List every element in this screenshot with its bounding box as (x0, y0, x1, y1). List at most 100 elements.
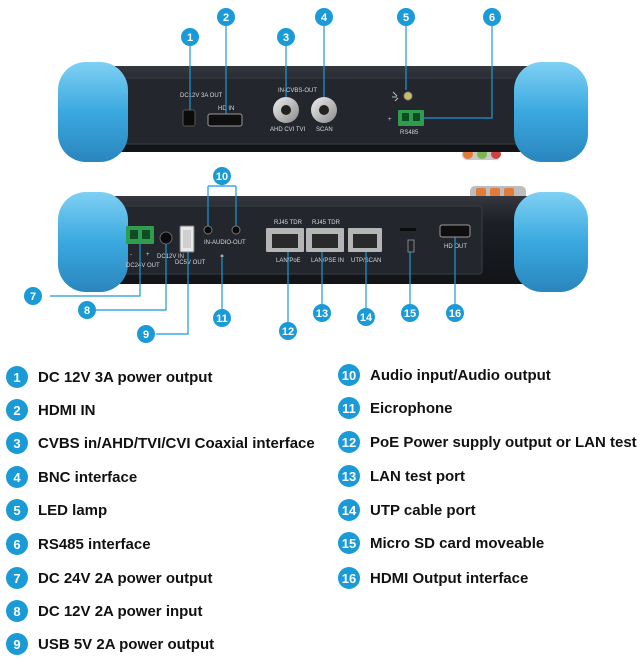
legend-text: Eicrophone (370, 399, 453, 417)
bottom-orange-button-2-icon (490, 188, 500, 197)
audio-out-jack-icon (231, 225, 241, 235)
legend-badge: 3 (6, 432, 28, 454)
top-callout-badges: 1 2 3 4 5 6 (181, 8, 501, 46)
dc12v-in-label: DC12V IN (157, 254, 184, 260)
legend-badge: 15 (338, 532, 360, 554)
audio-label: IN-AUDIO-OUT (204, 240, 246, 246)
callout-2: 2 (223, 12, 229, 24)
legend-text: CVBS in/AHD/TVI/CVI Coaxial interface (38, 434, 315, 452)
legend-item-16: 16 HDMI Output interface (338, 567, 528, 589)
callout-6: 6 (489, 12, 495, 24)
bottom-device: - + DC24V OUT DC12V IN DC5V OUT IN-AUDIO… (24, 167, 588, 343)
legend-badge: 10 (338, 364, 360, 386)
legend-badge: 12 (338, 431, 360, 453)
bottom-callout-badges: 7 8 9 10 11 12 13 14 15 16 (24, 167, 464, 343)
callout-4: 4 (321, 12, 328, 24)
sd-card-icon (407, 239, 415, 253)
rs485-pin-a-icon (402, 113, 409, 121)
legend-text: Audio input/Audio output (370, 366, 551, 384)
legend-text: DC 12V 2A power input (38, 602, 203, 620)
callout-9: 9 (143, 329, 149, 341)
legend-text: Micro SD card moveable (370, 534, 545, 552)
legend-badge: 1 (6, 366, 28, 388)
callout-8: 8 (84, 305, 90, 317)
rs485-plus-label: + (388, 117, 392, 123)
callout-1: 1 (187, 32, 193, 44)
legend-item-8: 8 DC 12V 2A power input (6, 600, 202, 622)
legend-item-15: 15 Micro SD card moveable (338, 532, 544, 554)
rj45-tdr-2-label: RJ45 TDR (312, 220, 341, 226)
cvbs-out-label: IN-CVBS-OUT (278, 88, 317, 94)
usb-port-inner-icon (183, 230, 191, 248)
bottom-orange-button-icon (476, 188, 486, 197)
legend-text: RS485 interface (38, 535, 151, 553)
ahd-cvi-tvi-label: AHD CVI TVI (270, 127, 306, 133)
led-rays-icon (392, 91, 399, 102)
hdmi-out-port-icon (439, 224, 471, 238)
dc24v-pin-a-icon (130, 230, 138, 239)
led-lamp-icon (403, 91, 413, 101)
callout-12: 12 (282, 326, 294, 338)
legend-text: PoE Power supply output or LAN test (370, 433, 637, 451)
legend-item-10: 10 Audio input/Audio output (338, 364, 551, 386)
dc24v-out-label: DC24V OUT (126, 263, 160, 269)
legend-text: HDMI Output interface (370, 569, 529, 587)
legend-badge: 5 (6, 499, 28, 521)
legend-text: BNC interface (38, 468, 138, 486)
legend-item-3: 3 CVBS in/AHD/TVI/CVI Coaxial interface (6, 432, 315, 454)
audio-in-jack-icon (203, 225, 213, 235)
dc-jack-icon (182, 109, 196, 127)
bnc-left-center-icon (281, 105, 291, 115)
rj45-tdr-1-label: RJ45 TDR (274, 220, 303, 226)
dc5v-out-label: DC5V OUT (175, 260, 206, 266)
bottom-right-bumper (514, 192, 588, 292)
top-device: DC12V 3A OUT HD IN IN-CVBS-OUT AHD CVI T… (58, 8, 588, 162)
callout-3: 3 (283, 32, 289, 44)
callout-5: 5 (403, 12, 409, 24)
device-diagram: DC12V 3A OUT HD IN IN-CVBS-OUT AHD CVI T… (24, 8, 588, 343)
legend-text: DC 12V 3A power output (38, 368, 213, 386)
sd-slot-icon (400, 228, 416, 231)
callout-11: 11 (216, 313, 228, 325)
rs485-pin-b-icon (413, 113, 420, 121)
top-callout-lines (189, 26, 493, 119)
legend-item-6: 6 RS485 interface (6, 533, 151, 555)
bottom-callout-lines (50, 176, 456, 335)
dc24v-pin-b-icon (142, 230, 150, 239)
legend-item-11: 11 Eicrophone (338, 397, 453, 419)
hd-out-label: HD OUT (444, 244, 467, 250)
lan-pse-in-label: LAN/PSE IN (311, 258, 344, 264)
legend-item-2: 2 HDMI IN (6, 399, 96, 421)
legend-item-1: 1 DC 12V 3A power output (6, 366, 212, 388)
callout-14: 14 (360, 312, 373, 324)
legend-text: USB 5V 2A power output (38, 635, 215, 653)
bottom-orange-button-3-icon (504, 188, 514, 197)
legend-badge: 2 (6, 399, 28, 421)
legend-badge: 16 (338, 567, 360, 589)
legend-badge: 11 (338, 397, 360, 419)
dc12v-in-jack-icon (159, 231, 173, 245)
top-left-bumper (58, 62, 128, 162)
legend-text: DC 24V 2A power output (38, 569, 213, 587)
rj45-utp-socket-icon (353, 234, 377, 248)
dc24v-plus-label: + (146, 252, 150, 258)
legend-badge: 14 (338, 499, 360, 521)
legend-item-5: 5 LED lamp (6, 499, 107, 521)
callout-10: 10 (216, 171, 228, 183)
dc24v-minus-label: - (130, 252, 132, 258)
legend-badge: 8 (6, 600, 28, 622)
legend-text: LAN test port (370, 467, 465, 485)
legend-badge: 6 (6, 533, 28, 555)
rj45-lan-poe-socket-icon (272, 234, 298, 248)
legend-item-12: 12 PoE Power supply output or LAN test (338, 431, 637, 453)
callout-16: 16 (449, 308, 461, 320)
dc12v-3a-out-label: DC12V 3A OUT (180, 93, 223, 99)
top-right-bumper (514, 62, 588, 162)
legend: 1 DC 12V 3A power output 2 HDMI IN 3 CVBS i… (0, 360, 640, 660)
rj45-lan-pse-socket-icon (312, 234, 338, 248)
legend-text: HDMI IN (38, 401, 96, 419)
rs485-connector-icon (398, 110, 424, 126)
legend-text: LED lamp (38, 501, 108, 519)
